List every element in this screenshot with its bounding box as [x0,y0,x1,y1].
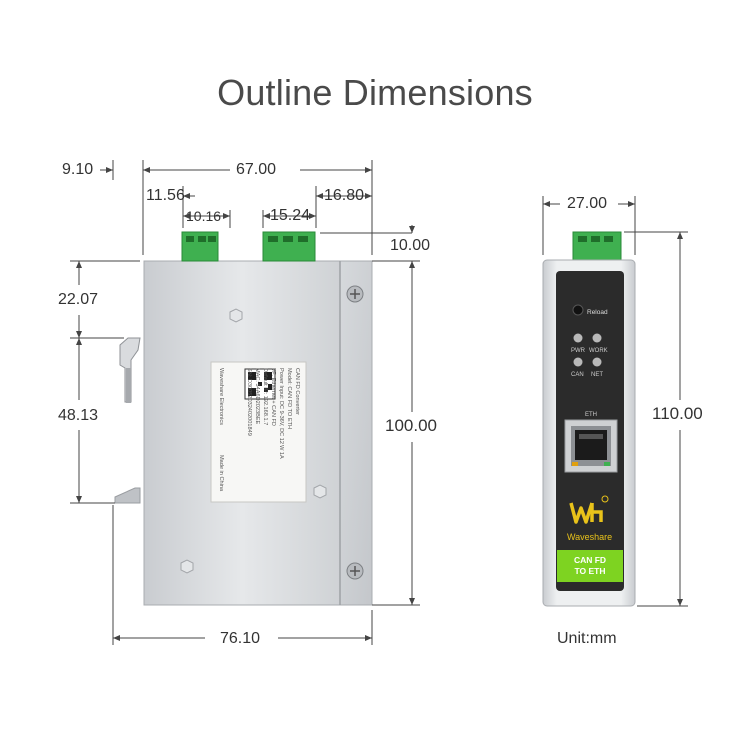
unit-label: Unit:mm [557,630,617,647]
dim-left-terminal-width: 10.16 [186,208,222,224]
waveshare-logo-icon [569,495,609,524]
label-interface-line: I/F: Ethernet + CAN FD [270,368,276,426]
net-led-icon [592,357,602,367]
dim-rail-height: 48.13 [58,407,99,424]
label-sn-line: SN: D30052032402001849 [246,368,252,436]
dim-top-left-offset: 9.10 [62,161,94,178]
reload-label: Reload [587,309,608,316]
work-led-icon [592,333,602,343]
work-label: WORK [589,348,608,354]
dim-side-height: 100.00 [385,416,437,435]
bolt-icon [229,308,243,323]
side-flange [339,260,373,606]
product-line2: TO ETH [574,566,605,576]
eth-label: ETH [585,412,597,418]
din-rail-clip [114,337,141,504]
dim-front-height: 110.00 [652,404,703,423]
dim-rail-top: 22.07 [58,291,99,308]
label-mac-line: MAC: 54A6D2023BEE [254,368,260,425]
front-terminal-block [572,231,622,261]
label-brand-line: Waveshare Electronics [218,368,224,425]
qr-code-icon [244,368,276,400]
screw-icon [346,285,364,303]
terminal-block-left [181,231,219,262]
dim-bottom-width: 76.10 [220,630,261,647]
dim-total-width-top: 67.00 [236,161,277,178]
bolt-icon [313,484,327,499]
dim-right-terminal-width: 15.24 [270,207,311,224]
terminal-block-right [262,231,316,262]
brand-label: Waveshare [567,532,612,542]
bolt-icon [180,559,194,574]
side-dimension-lines [70,160,420,645]
side-dimension-arrows [76,167,415,641]
pwr-led-icon [573,333,583,343]
front-dimension-lines [542,196,688,607]
dim-right-terminal-offset: 16.80 [324,187,365,204]
dim-front-width: 27.00 [567,195,608,212]
ethernet-port[interactable] [564,419,618,473]
page-title: Outline Dimensions [217,72,533,113]
dim-terminal-height: 10.00 [390,237,431,254]
net-label: NET [591,372,603,378]
pwr-label: PWR [571,348,586,354]
label-power-line: Power Input: DC 9-36V, DC 12 W 1A [278,368,284,459]
dim-left-terminal-offset: 11.56 [146,187,185,204]
label-made-line: Made in China [218,455,224,492]
screw-icon [346,562,364,580]
label-ip-line: Default IP: 192.168.1.7 [262,368,268,425]
can-label: CAN [571,372,584,378]
reload-button[interactable] [572,304,584,316]
product-line1: CAN FD [574,555,606,565]
label-name-line: Model: CAN FD TO ETH [286,368,292,429]
label-model-line: CAN FD Converter [294,368,300,415]
can-led-icon [573,357,583,367]
front-dimension-arrows [543,201,683,606]
product-band [557,550,623,582]
